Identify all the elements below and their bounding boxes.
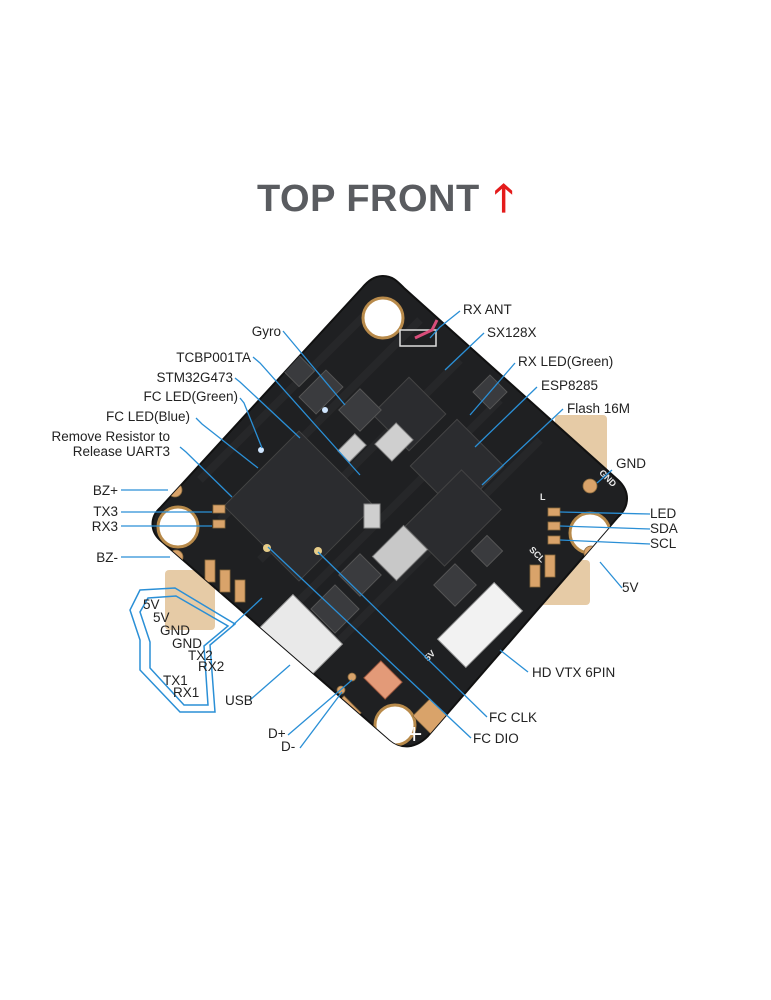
mount-hole-left <box>156 505 200 549</box>
label-esp8285: ESP8285 <box>541 378 598 393</box>
label-bz-minus: BZ- <box>96 550 118 565</box>
up-arrow-icon: 🡑 <box>493 178 514 220</box>
label-rx-ant: RX ANT <box>463 302 512 317</box>
page-title: TOP FRONT 🡑 <box>0 170 771 235</box>
title-text: TOP FRONT <box>257 178 480 220</box>
label-5v: 5V <box>622 580 639 595</box>
label-d-minus: D- <box>281 739 295 754</box>
label-d-plus: D+ <box>268 726 286 741</box>
label-remove-resistor: Remove Resistor to <box>51 429 170 444</box>
label-fc-clk: FC CLK <box>489 710 537 725</box>
label-hd-vtx-6pin: HD VTX 6PIN <box>532 665 615 680</box>
label-fc-led-green: FC LED(Green) <box>143 389 238 404</box>
leader-lines <box>121 310 651 749</box>
box-rx2: RX2 <box>198 659 224 674</box>
box-5v-2: 5V <box>153 610 170 625</box>
box-gnd-2: GND <box>172 636 202 651</box>
uart-connector-box: 5V 5V GND GND TX2 RX2 TX1 RX1 <box>129 587 237 713</box>
label-rx3: RX3 <box>92 519 118 534</box>
label-led: LED <box>650 506 677 521</box>
label-rx-led-green: RX LED(Green) <box>518 354 613 369</box>
left-labels: Gyro TCBP001TA STM32G473 FC LED(Green) F… <box>51 324 281 565</box>
silk-minus: − <box>347 724 376 753</box>
label-fc-dio: FC DIO <box>473 731 519 746</box>
label-gnd: GND <box>616 456 646 471</box>
label-gyro: Gyro <box>252 324 281 339</box>
silk-plus: + <box>405 722 423 747</box>
label-sda: SDA <box>650 521 678 536</box>
stm32-chip <box>223 430 375 582</box>
box-5v-1: 5V <box>143 597 160 612</box>
label-sx128x: SX128X <box>487 325 537 340</box>
box-tx2: TX2 <box>188 648 213 663</box>
label-release-uart3: Release UART3 <box>73 444 170 459</box>
label-flash-16m: Flash 16M <box>567 401 630 416</box>
label-scl: SCL <box>650 536 677 551</box>
right-labels: RX ANT SX128X RX LED(Green) ESP8285 Flas… <box>463 302 678 746</box>
label-stm32g473: STM32G473 <box>156 370 233 385</box>
box-tx1: TX1 <box>163 673 188 688</box>
label-tcbp001ta: TCBP001TA <box>176 350 251 365</box>
label-usb: USB <box>225 693 253 708</box>
box-gnd-1: GND <box>160 623 190 638</box>
hd-vtx-connector <box>436 581 524 669</box>
bottom-labels: USB D+ D- <box>225 693 295 754</box>
label-bz-plus: BZ+ <box>93 483 118 498</box>
flight-controller-board: BZ+ BZ- GND SCL L 5V − + <box>151 274 628 753</box>
mount-hole-top <box>361 296 405 340</box>
silk-led: L <box>540 492 546 502</box>
label-tx3: TX3 <box>93 504 118 519</box>
box-rx1: RX1 <box>173 685 199 700</box>
label-fc-led-blue: FC LED(Blue) <box>106 409 190 424</box>
